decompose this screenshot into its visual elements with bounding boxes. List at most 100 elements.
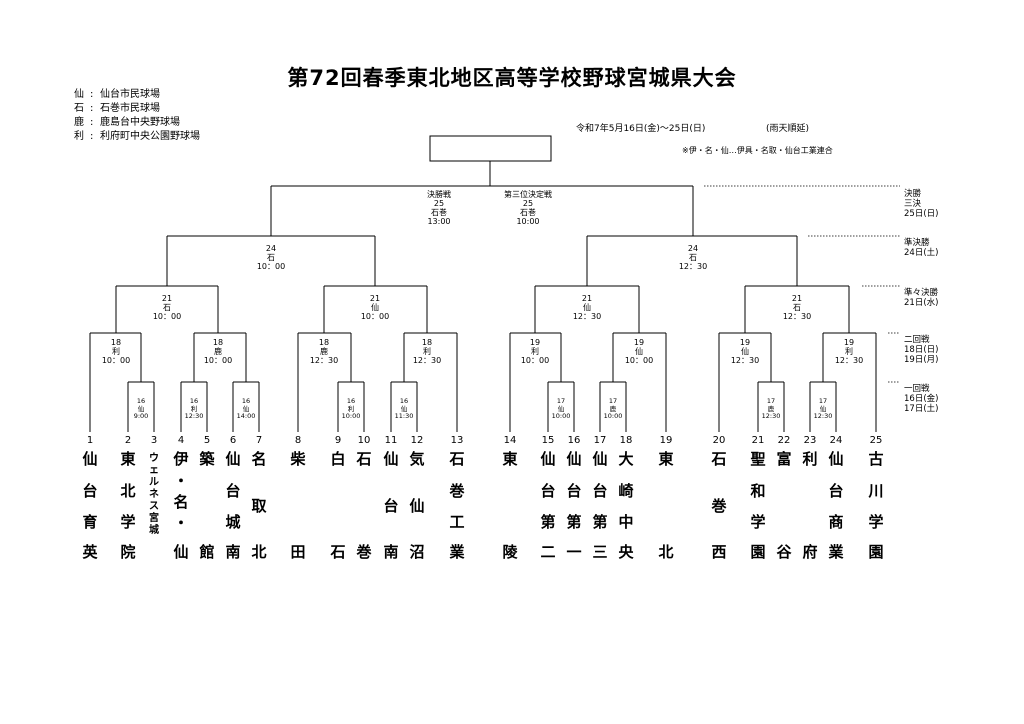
team-number: 4 — [177, 435, 185, 446]
team-name-char: 石 — [449, 450, 465, 468]
team-name-char: 仙 — [409, 497, 425, 515]
team-name-char: 利 — [802, 450, 818, 468]
team-number: 14 — [503, 435, 517, 446]
tournament-dates: 令和7年5月16日(金)～25日(日) — [576, 124, 706, 134]
team-name-char: 南 — [225, 543, 241, 561]
team-name-char: 台 — [566, 482, 582, 500]
team-name-char: 仙 — [540, 450, 556, 468]
team-number: 10 — [357, 435, 371, 446]
team-name-char: 仙 — [828, 450, 844, 468]
team-name-char: 中 — [618, 513, 634, 531]
team-number: 13 — [450, 435, 464, 446]
team-name-char: 台 — [225, 482, 241, 500]
team-name-char: 谷 — [776, 543, 792, 561]
team-name-char: ネ — [149, 489, 159, 500]
team-number: 2 — [124, 435, 132, 446]
team-number: 24 — [829, 435, 843, 446]
team-name-char: 育 — [82, 513, 98, 531]
team-number: 1 — [86, 435, 94, 446]
team-name-char: 二 — [540, 543, 556, 561]
team-name-char: 石 — [711, 450, 727, 468]
team-name-char: 第 — [540, 513, 556, 531]
team-name-char: ・ — [173, 472, 189, 490]
team-number: 15 — [541, 435, 555, 446]
team-number: 22 — [777, 435, 791, 446]
team-name-char: 第 — [566, 513, 582, 531]
team-name-char: 三 — [592, 543, 608, 561]
team-number: 17 — [593, 435, 607, 446]
team-name-char: 商 — [828, 513, 844, 531]
team-name-char: 台 — [383, 497, 399, 515]
team-name-char: 仙 — [566, 450, 582, 468]
team-name-char: 白 — [330, 450, 346, 468]
team-name-char: 取 — [251, 497, 267, 515]
team-name-char: 北 — [658, 543, 674, 561]
team-number: 5 — [203, 435, 211, 446]
team-name-char: 巻 — [449, 482, 465, 500]
team-name-char: ル — [149, 477, 159, 488]
team-name-char: 仙 — [383, 450, 399, 468]
team-name-char: 城 — [149, 525, 159, 536]
team-name-char: 業 — [828, 543, 844, 561]
team-number: 18 — [619, 435, 633, 446]
team-name-char: 石 — [330, 543, 346, 561]
team-name-char: 台 — [828, 482, 844, 500]
champion-box — [429, 135, 552, 162]
team-name-char: 学 — [868, 513, 884, 531]
team-name-char: 気 — [409, 450, 425, 468]
team-number: 8 — [294, 435, 302, 446]
team-name-char: 一 — [566, 543, 582, 561]
team-name-char: 沼 — [409, 543, 425, 561]
team-name-char: 大 — [618, 450, 634, 468]
team-name-char: 仙 — [592, 450, 608, 468]
team-name-char: 工 — [449, 513, 465, 531]
team-name-char: 仙 — [173, 543, 189, 561]
legend-item-kashimadai: 鹿:鹿島台中央野球場 — [74, 117, 180, 128]
team-name-char: 園 — [750, 543, 766, 561]
team-name-char: 聖 — [750, 450, 766, 468]
team-name-char: 名 — [173, 493, 189, 511]
team-name-char: 崎 — [618, 482, 634, 500]
team-name-char: 石 — [356, 450, 372, 468]
team-name-char: 英 — [82, 543, 98, 561]
team-name-char: 第 — [592, 513, 608, 531]
team-number: 20 — [712, 435, 726, 446]
team-name-char: 西 — [711, 543, 727, 561]
team-number: 23 — [803, 435, 817, 446]
team-name-char: 学 — [120, 513, 136, 531]
team-name-char: 府 — [802, 543, 818, 561]
team-name-char: 央 — [618, 543, 634, 561]
team-name-char: 富 — [776, 450, 792, 468]
team-name-char: 北 — [251, 543, 267, 561]
team-number: 6 — [229, 435, 237, 446]
team-name-char: 陵 — [502, 543, 518, 561]
team-name-char: 巻 — [711, 497, 727, 515]
team-name-char: 宮 — [149, 513, 159, 524]
team-name-char: 古 — [868, 450, 884, 468]
team-name-char: 東 — [120, 450, 136, 468]
team-name-char: 柴 — [290, 450, 306, 468]
team-number: 25 — [869, 435, 883, 446]
